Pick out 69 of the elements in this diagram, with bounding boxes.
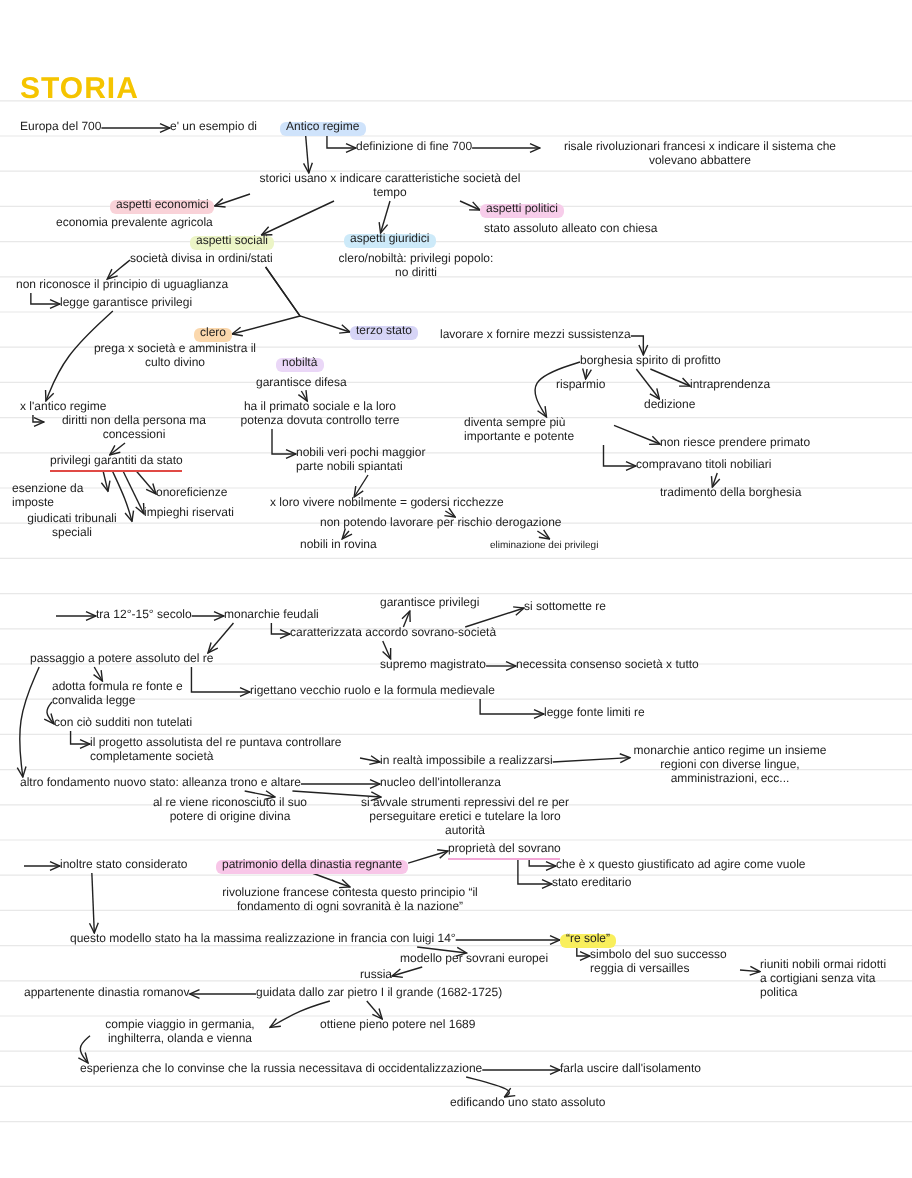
arrow — [635, 368, 661, 400]
arrow — [300, 778, 381, 790]
arrow — [44, 310, 114, 402]
arrow — [536, 529, 551, 540]
arrow — [260, 200, 335, 236]
arrow — [602, 444, 637, 472]
arrow — [55, 610, 97, 622]
arrow — [69, 730, 91, 750]
arrow — [16, 666, 40, 778]
arrow — [297, 389, 308, 402]
arrow — [471, 142, 541, 154]
arrow — [479, 698, 545, 720]
arrow — [359, 755, 381, 766]
arrow — [190, 666, 251, 698]
arrow — [122, 470, 145, 515]
arrow — [391, 966, 423, 979]
arrow — [270, 622, 291, 640]
arrow — [576, 946, 591, 962]
arrow — [366, 1000, 383, 1020]
arrow — [381, 640, 392, 660]
arrow — [443, 507, 456, 518]
arrow — [455, 934, 561, 946]
arrow — [407, 849, 449, 864]
arrow — [244, 790, 276, 801]
arrow — [271, 428, 297, 460]
arrow — [552, 753, 631, 764]
arrow — [378, 200, 391, 234]
arrow — [630, 335, 649, 356]
arrow — [581, 367, 593, 380]
arrow — [100, 470, 111, 493]
arrow — [88, 872, 99, 934]
arrow — [111, 470, 135, 523]
arrow — [528, 858, 557, 872]
arrow — [264, 266, 351, 334]
arrow — [613, 424, 661, 446]
arrow — [30, 292, 61, 310]
arrow — [100, 122, 171, 134]
arrow — [465, 1076, 516, 1098]
arrow — [517, 858, 553, 890]
arrow — [485, 660, 517, 672]
arrow — [190, 610, 225, 622]
arrow — [464, 606, 525, 628]
arrow — [43, 701, 55, 725]
arrow — [311, 872, 351, 889]
arrow — [214, 193, 251, 208]
arrow — [302, 134, 314, 174]
arrow — [534, 361, 581, 418]
arrow — [109, 442, 126, 456]
arrow — [710, 472, 721, 488]
arrow — [92, 666, 104, 682]
arrow — [459, 200, 481, 211]
arrow — [353, 474, 369, 498]
arrow — [326, 134, 357, 154]
arrow — [207, 622, 235, 654]
arrow — [269, 1000, 331, 1029]
arrow — [649, 368, 691, 387]
arrow — [416, 946, 468, 957]
arrow — [188, 988, 257, 1000]
arrow — [481, 1064, 561, 1076]
arrow — [291, 790, 382, 802]
arrow — [135, 470, 157, 495]
arrow — [23, 860, 61, 872]
arrow — [401, 610, 411, 628]
arrow — [739, 965, 761, 976]
arrow — [106, 259, 131, 280]
arrow — [77, 1035, 91, 1064]
page-title: STORIA — [20, 72, 139, 106]
arrow — [32, 414, 45, 428]
arrow — [341, 527, 353, 540]
